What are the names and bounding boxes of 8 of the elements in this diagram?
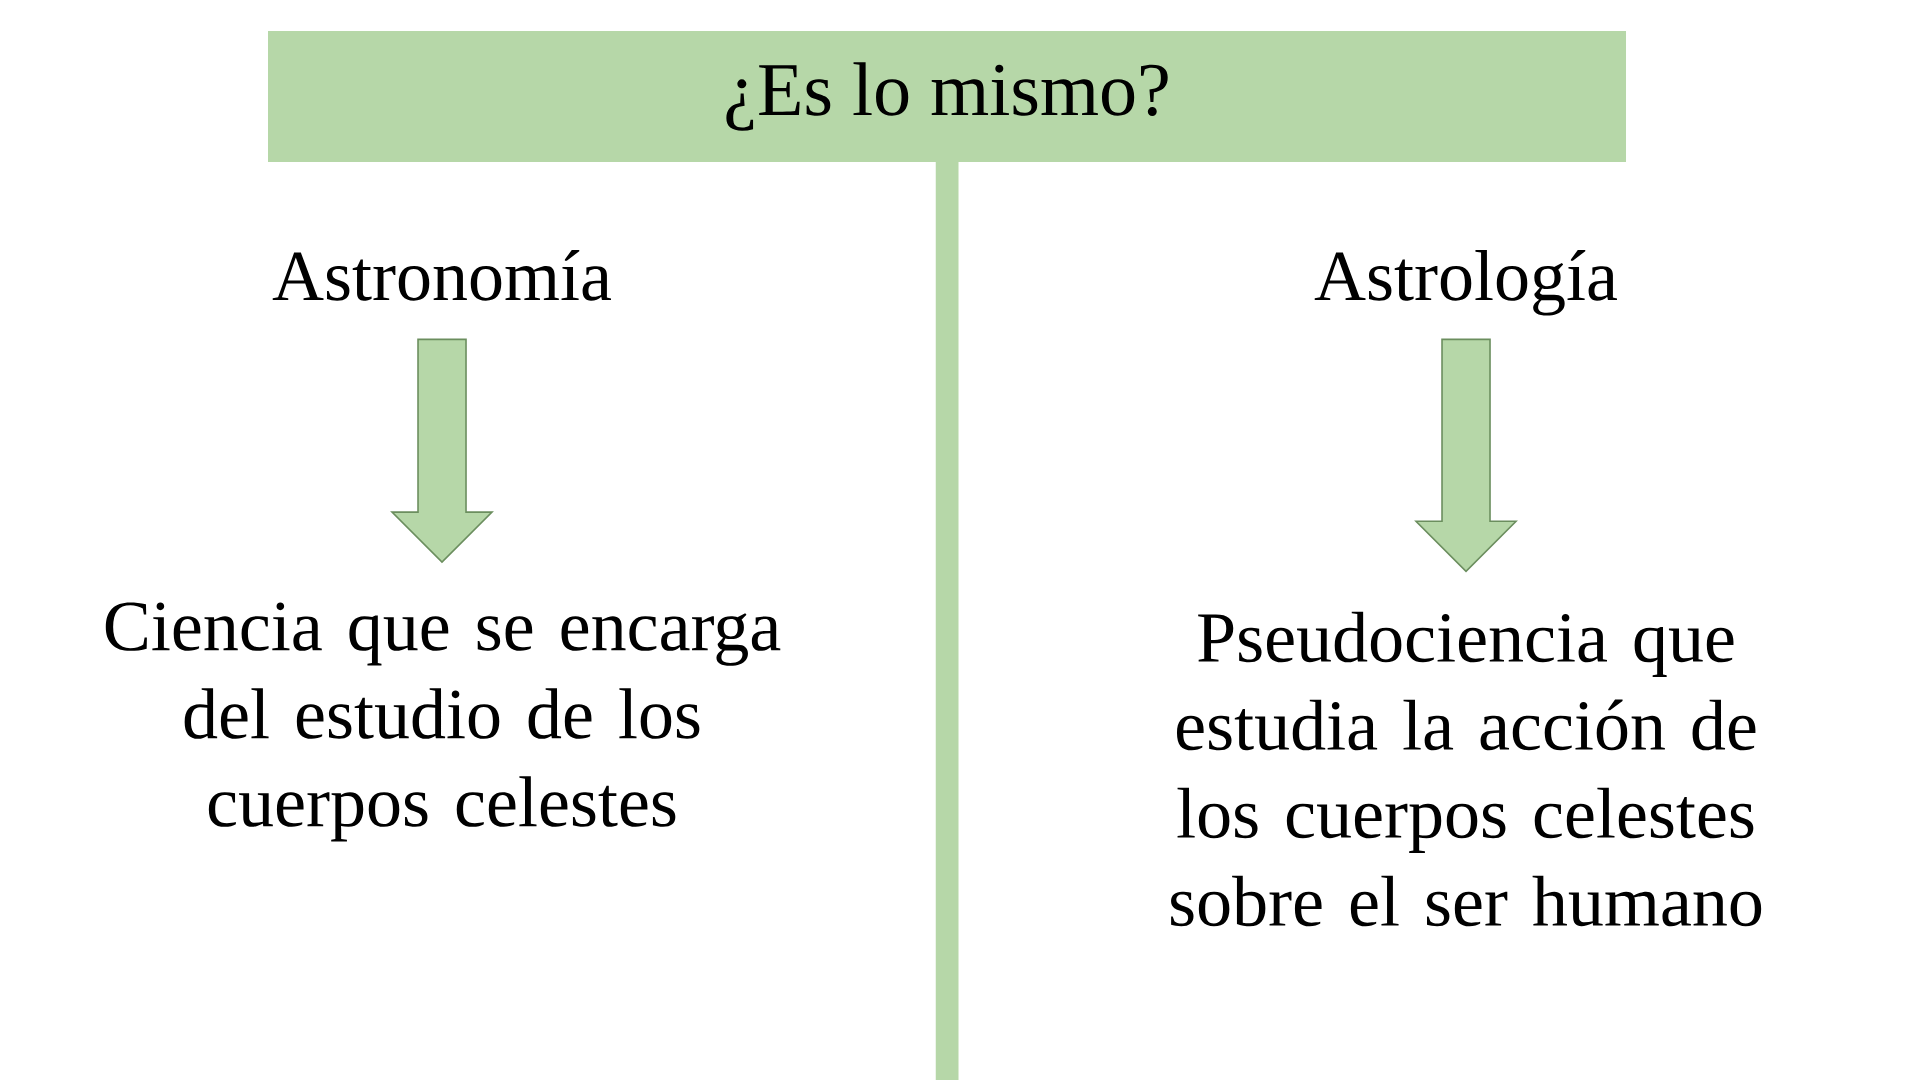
block-arrow bbox=[1414, 338, 1518, 573]
column-heading: Astrología bbox=[1314, 249, 1617, 316]
description-text: Ciencia que se encarga del estudio de los cuerpos celestes bbox=[105, 602, 781, 842]
block-arrow bbox=[390, 338, 494, 564]
description-text: Pseudociencia que estudia la acción de los cuerpos celestes sobre el ser humano bbox=[1171, 611, 1762, 927]
title-band: ¿Es lo mismo? bbox=[268, 31, 1626, 162]
column-heading: Astronomía bbox=[272, 249, 611, 301]
divider-bar bbox=[935, 162, 959, 1080]
